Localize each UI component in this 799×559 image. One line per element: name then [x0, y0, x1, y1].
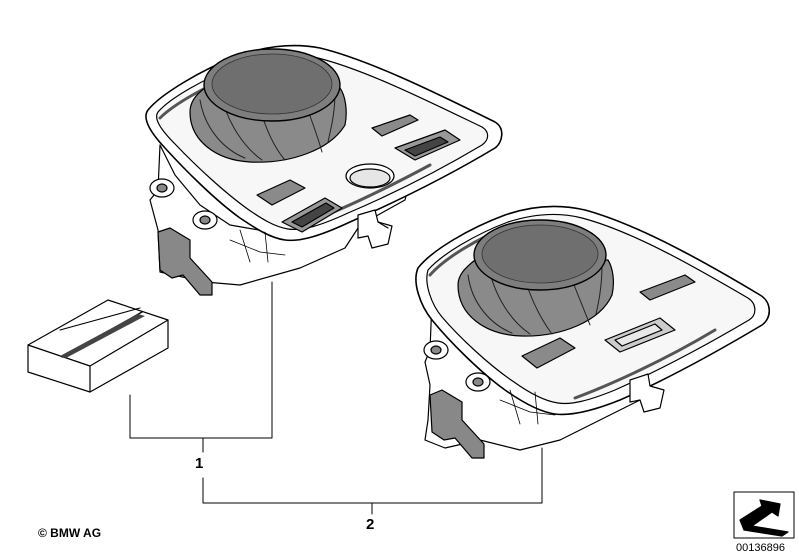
controller-b-button-3: [521, 337, 576, 369]
leader-line-2: [202, 447, 543, 504]
controller-b-button-1: [639, 274, 696, 301]
small-part-box: [27, 299, 169, 393]
copyright-text: © BMW AG: [38, 526, 102, 540]
controller-a-button-1: [371, 114, 419, 137]
callout-label-2: 2: [366, 516, 375, 533]
controller-a-connector: [157, 227, 213, 296]
leader-line-1: [129, 281, 273, 439]
controller-b: [415, 205, 771, 459]
controller-a-button-3: [256, 179, 306, 206]
callout-lines: [129, 281, 543, 515]
diagram-code: 00136896: [736, 542, 785, 554]
controller-a: [145, 44, 503, 296]
callout-label-1: 1: [195, 455, 204, 472]
controller-b-connector: [429, 389, 485, 459]
arrow-corner-icon: [733, 491, 795, 539]
